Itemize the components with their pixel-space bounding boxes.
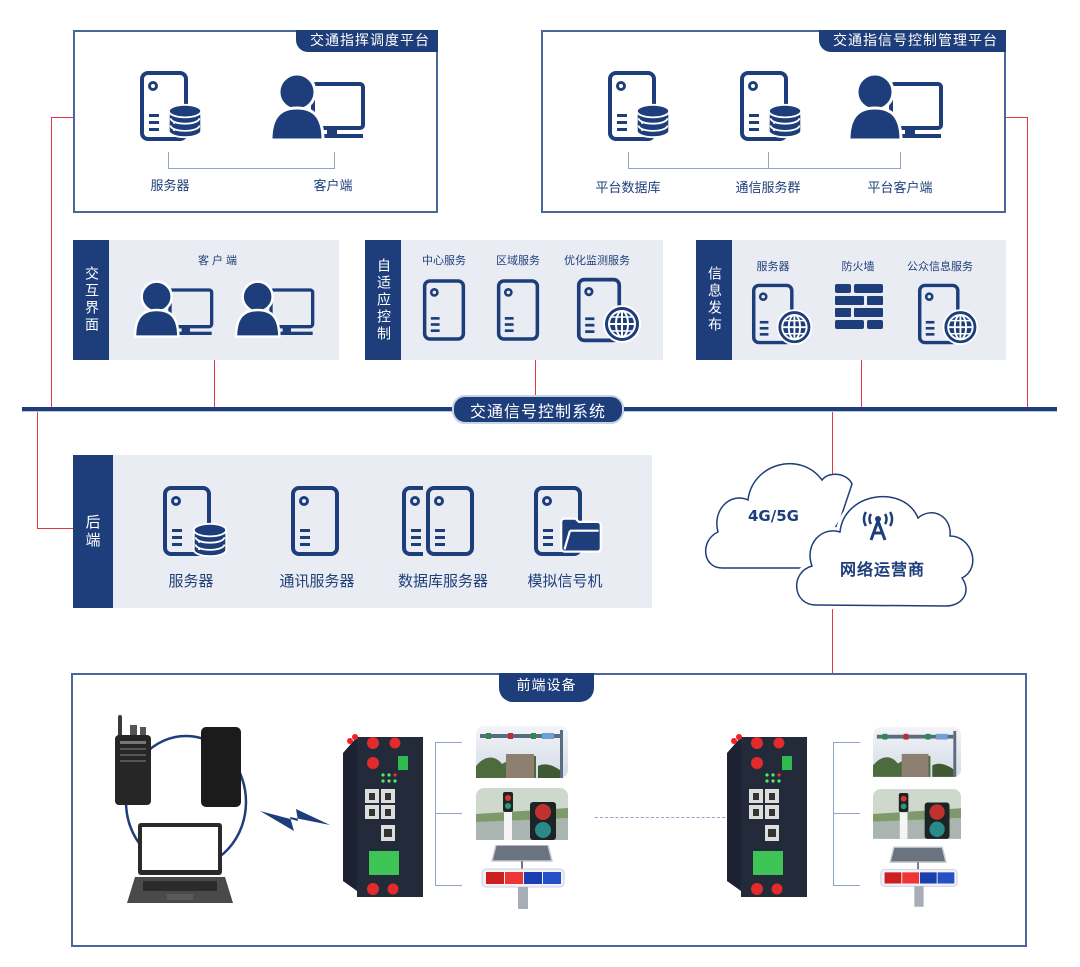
- dispatch-platform-frame: 交通指挥调度平台 服务器 客户端: [73, 30, 438, 213]
- server-icon: [290, 483, 340, 559]
- adaptive-side-label: 自适应控制: [365, 240, 401, 360]
- pedestrian-traffic-light-icon: [476, 788, 568, 840]
- node-label: 客户端: [313, 179, 353, 194]
- connector: [768, 152, 769, 168]
- node-label: 优化监测服务: [564, 254, 630, 267]
- interaction-panel: 交互界面 客户端: [73, 240, 339, 360]
- traffic-signal-gantry-icon: [873, 727, 961, 777]
- connector: [900, 152, 901, 168]
- device-bracket-tick: [833, 742, 860, 743]
- connector: [628, 152, 629, 168]
- connector-bottom: [168, 168, 335, 169]
- firewall-icon: [835, 284, 883, 329]
- node-label: 通信服务群: [735, 181, 801, 196]
- dashed-continuation-line: [595, 817, 725, 818]
- link-left-top-horizontal: [51, 117, 73, 118]
- device-bracket-tick: [833, 885, 860, 886]
- user-computer-icon: [269, 72, 369, 144]
- server-icon: [422, 276, 466, 344]
- wireless-link-icon: [260, 809, 330, 831]
- frontend-devices-frame: 前端设备: [71, 673, 1027, 947]
- interaction-side-label: 交互界面: [73, 240, 109, 360]
- dispatch-platform-title: 交通指挥调度平台: [296, 30, 438, 52]
- database-server-icon: [162, 483, 228, 558]
- web-server-icon: [751, 283, 813, 346]
- node-label: 服务器: [756, 260, 790, 273]
- node-label: 区域服务: [496, 254, 540, 267]
- industrial-router-icon: [727, 734, 807, 897]
- connector-left: [168, 152, 169, 168]
- system-bus-label: 交通信号控制系统: [452, 395, 624, 424]
- node-label: 中心服务: [422, 254, 466, 267]
- solar-warning-light-icon: [481, 845, 565, 909]
- node-label: 服务器: [150, 179, 190, 194]
- device-bracket-tick: [435, 885, 462, 886]
- device-bracket-tick: [435, 813, 462, 814]
- link-adaptive-bus: [535, 360, 536, 409]
- backend-side-label: 后端: [73, 455, 113, 608]
- signal-tower-icon: [862, 511, 894, 541]
- node-label: 公众信息服务: [907, 260, 973, 273]
- link-bus-backend-horizontal: [37, 528, 73, 529]
- adaptive-control-panel: 自适应控制 中心服务 区域服务 优化监测服务: [365, 240, 663, 360]
- node-label: 通讯服务器: [279, 572, 355, 590]
- database-server-icon: [608, 71, 671, 141]
- operator-label: 网络运营商: [840, 560, 926, 579]
- traffic-signal-gantry-icon: [476, 726, 568, 778]
- device-bracket: [435, 742, 436, 886]
- connector-bottom: [628, 168, 901, 169]
- frontend-title: 前端设备: [499, 673, 594, 702]
- user-computer-icon: [847, 72, 947, 144]
- folder-server-icon: [533, 483, 602, 559]
- node-label: 平台数据库: [595, 181, 661, 196]
- industrial-router-icon: [343, 734, 423, 897]
- info-publish-panel: 信息发布 服务器 防火墙 公众信息服务: [696, 240, 1006, 360]
- connector-right: [334, 152, 335, 168]
- publish-side-label: 信息发布: [696, 240, 732, 360]
- database-server-icon: [140, 71, 203, 141]
- user-computer-icon: [133, 280, 217, 340]
- link-bus-backend-vertical: [37, 409, 38, 529]
- link-right-top-vertical: [1027, 117, 1028, 409]
- network-label: 4G/5G: [748, 507, 799, 525]
- dual-server-icon: [401, 485, 481, 557]
- signal-management-platform-title: 交通指信号控制管理平台: [819, 30, 1006, 52]
- user-computer-icon: [234, 280, 318, 340]
- link-publish-bus: [861, 360, 862, 409]
- link-interaction-bus: [214, 360, 215, 409]
- backend-panel: 后端 服务器 通讯服务器 数据库服务器 模拟信号机: [73, 455, 652, 608]
- server-icon: [496, 276, 540, 344]
- web-server-icon: [917, 283, 979, 346]
- laptop-icon: [127, 823, 233, 903]
- web-server-icon: [576, 277, 641, 343]
- smartphone-icon: [201, 727, 241, 807]
- link-bus-cloud: [832, 409, 833, 479]
- device-bracket-tick: [833, 813, 860, 814]
- node-label: 服务器: [168, 572, 214, 590]
- device-bracket-tick: [435, 742, 462, 743]
- walkie-talkie-icon: [115, 715, 151, 805]
- solar-warning-light-icon: [880, 846, 958, 907]
- signal-management-platform-frame: 交通指信号控制管理平台 平台数据库 通信服务群 平台客户端: [541, 30, 1006, 213]
- device-bracket: [833, 742, 834, 886]
- link-cloud-frontend: [832, 596, 833, 674]
- clients-caption: 客户端: [198, 254, 240, 267]
- pedestrian-traffic-light-icon: [873, 789, 961, 839]
- node-label: 防火墙: [841, 260, 875, 273]
- node-label: 数据库服务器: [397, 572, 489, 590]
- node-label: 模拟信号机: [527, 572, 603, 590]
- node-label: 平台客户端: [867, 181, 933, 196]
- link-left-top-vertical: [51, 117, 52, 409]
- network-cloud-icon: [704, 463, 977, 610]
- database-server-icon: [740, 71, 803, 141]
- link-right-top-horizontal: [1005, 117, 1027, 118]
